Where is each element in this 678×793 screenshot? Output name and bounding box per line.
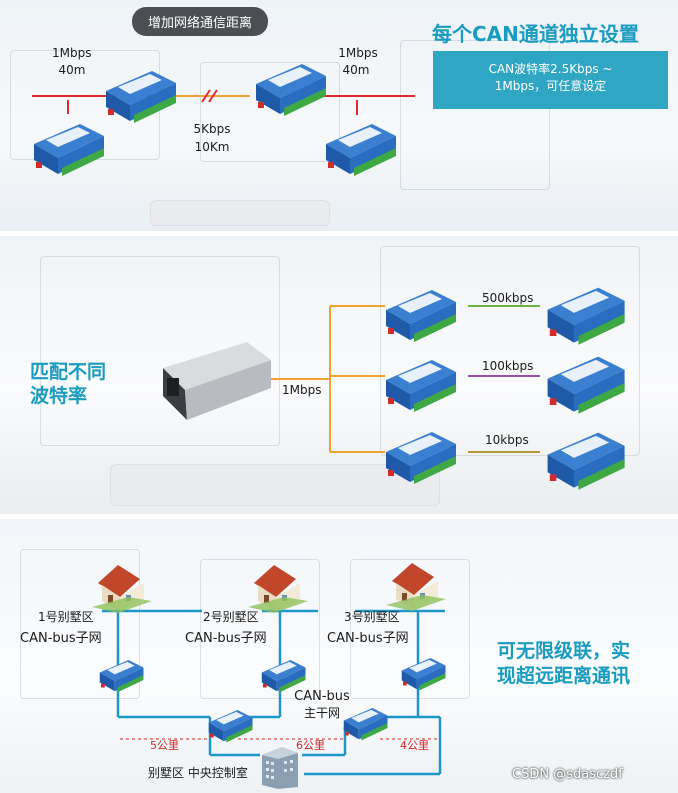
branch-rate-1: 500kbps — [482, 291, 534, 305]
backdrop-keyboard — [150, 200, 330, 226]
main-rate: 1Mbps — [282, 383, 322, 397]
left-distance: 40m — [58, 63, 86, 77]
backdrop-monitor — [380, 246, 640, 456]
can-converter-module-icon — [100, 65, 180, 129]
can-converter-module-icon — [380, 284, 460, 348]
panel3-heading-line2: 现超远距离通讯 — [497, 665, 631, 687]
backdrop-monitor — [350, 559, 470, 699]
baud-rate-line1: CAN波特率2.5Kbps ~ — [488, 62, 613, 76]
control-room-label: 别墅区 中央控制室 — [148, 766, 248, 780]
subnet-label-2: CAN-bus子网 — [185, 631, 267, 646]
distance-label-1: 5公里 — [150, 739, 179, 752]
divider — [0, 231, 678, 236]
panel2-network-lines — [268, 305, 540, 453]
branch-rate-3: 10kbps — [485, 433, 529, 447]
office-building-icon — [258, 743, 302, 793]
can-converter-module-icon — [28, 118, 108, 182]
house-icon — [244, 557, 312, 617]
panel-cascade: 1号别墅区 2号别墅区 3号别墅区 CAN-bus子网 CAN-bus子网 CA… — [0, 519, 678, 793]
can-converter-module-icon — [250, 58, 330, 122]
villa-label-1: 1号别墅区 — [38, 610, 94, 624]
can-converter-module-icon — [258, 655, 308, 699]
distance-label-3: 4公里 — [400, 739, 429, 752]
can-converter-module-icon — [380, 354, 460, 418]
can-converter-module-icon — [380, 426, 460, 490]
house-icon — [382, 555, 450, 615]
branch-rate-2: 100kbps — [482, 359, 534, 373]
can-converter-module-icon — [320, 118, 400, 182]
villa-label-3: 3号别墅区 — [344, 610, 400, 624]
mid-rate: 5Kbps — [193, 122, 231, 136]
can-converter-module-icon — [205, 705, 255, 749]
panel2-heading-line2: 波特率 — [30, 385, 88, 407]
panel2-heading-line1: 匹配不同 — [30, 361, 107, 383]
left-rate: 1Mbps — [52, 46, 92, 60]
baud-rate-line2: 1Mbps，可任意设定 — [494, 79, 607, 93]
villa-label-2: 2号别墅区 — [203, 610, 259, 624]
backdrop-monitor — [40, 256, 280, 446]
can-converter-module-icon — [398, 653, 448, 697]
usbcan-box-icon — [155, 338, 273, 426]
distance-label-2: 6公里 — [296, 739, 325, 752]
backdrop-monitor — [400, 40, 550, 190]
house-icon — [88, 557, 156, 617]
panel-extend-distance: 增加网络通信距离 每个CAN通道独立设置 CAN波特率2.5Kbps ~ 1Mb… — [0, 0, 678, 231]
backdrop-keyboard — [110, 464, 440, 506]
divider — [0, 514, 678, 519]
can-converter-module-icon — [340, 703, 390, 747]
watermark: CSDN @sdasczdf — [512, 767, 623, 782]
can-converter-module-icon — [540, 281, 630, 351]
trunk-label-line2: 主干网 — [303, 706, 340, 720]
panel1-heading: 每个CAN通道独立设置 — [432, 22, 639, 46]
panel-match-baud: 匹配不同 波特率 1Mbps 500kbps 100kbps 10kbps — [0, 236, 678, 514]
backdrop-monitor — [200, 62, 340, 162]
mid-distance: 10Km — [194, 140, 230, 154]
can-converter-module-icon — [96, 655, 146, 699]
right-rate: 1Mbps — [338, 46, 378, 60]
pill-title: 增加网络通信距离 — [132, 7, 269, 36]
trunk-label-line1: CAN-bus — [294, 689, 350, 704]
subnet-label-3: CAN-bus子网 — [327, 631, 409, 646]
baud-rate-box: CAN波特率2.5Kbps ~ 1Mbps，可任意设定 — [433, 51, 668, 109]
subnet-label-1: CAN-bus子网 — [20, 631, 102, 646]
right-distance: 40m — [342, 63, 370, 77]
can-converter-module-icon — [540, 426, 630, 496]
panel3-heading-line1: 可无限级联，实 — [497, 640, 631, 662]
can-converter-module-icon — [540, 350, 630, 420]
backdrop-monitor — [200, 559, 320, 699]
backdrop-monitor — [20, 549, 140, 699]
